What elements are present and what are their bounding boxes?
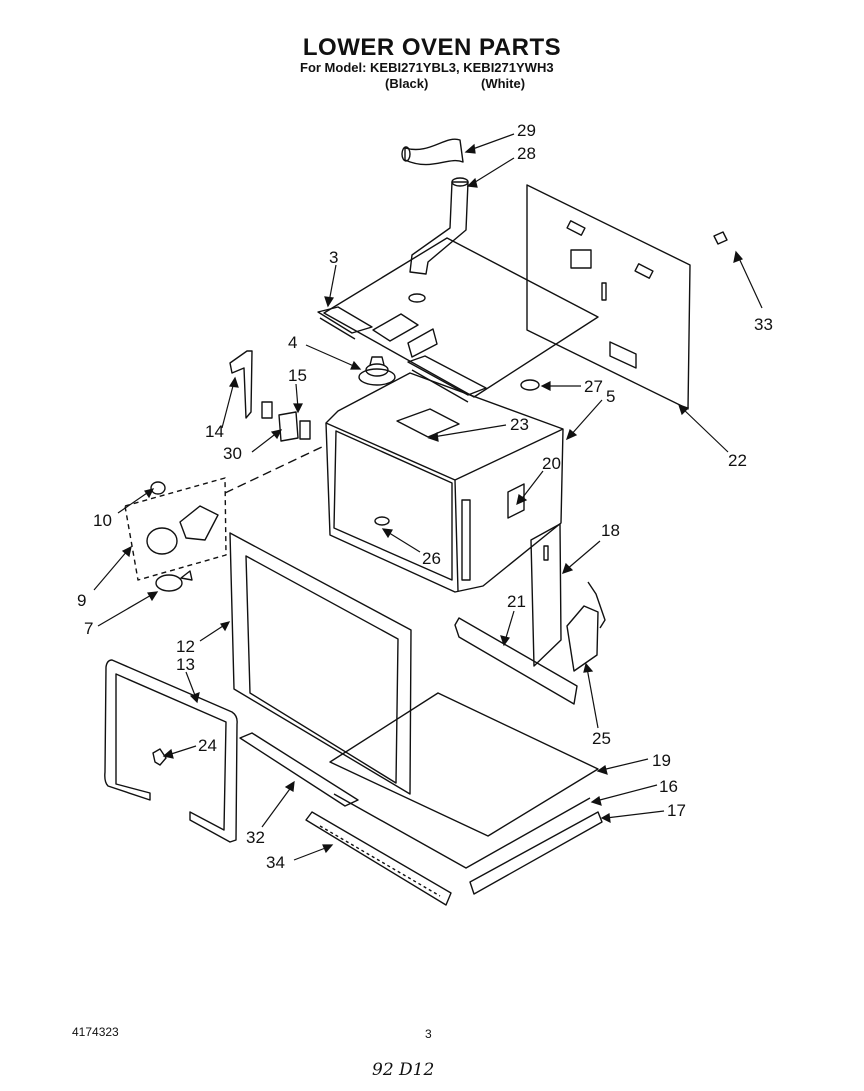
variant-white: (White) (481, 76, 526, 91)
callout-16: 16 (659, 777, 678, 796)
part-plug (520, 379, 540, 391)
callout-23: 23 (510, 415, 529, 434)
part-side-bracket (229, 350, 253, 419)
callout-28: 28 (517, 144, 536, 163)
callout-22: 22 (728, 451, 747, 470)
callout-18: 18 (601, 521, 620, 540)
document-number: 4174323 (72, 1025, 119, 1039)
callout-10: 10 (93, 511, 112, 530)
callout-30: 30 (223, 444, 242, 463)
callout-27: 27 (584, 377, 603, 396)
part-door-gasket (104, 659, 238, 843)
part-top-panel (323, 237, 599, 398)
part-bottom-bracket (454, 617, 578, 705)
part-base-panel (333, 793, 591, 869)
callout-4: 4 (288, 333, 297, 352)
part-duct (409, 177, 469, 275)
callout-7: 7 (84, 619, 93, 638)
part-bracket (317, 306, 373, 340)
callout-14: 14 (205, 422, 224, 441)
callout-17: 17 (667, 801, 686, 820)
callout-25: 25 (592, 729, 611, 748)
callout-26: 26 (422, 549, 441, 568)
callout-3: 3 (329, 248, 338, 267)
callout-32: 32 (246, 828, 265, 847)
variant-black: (Black) (385, 76, 429, 91)
callout-24: 24 (198, 736, 217, 755)
part-front-rail (469, 811, 603, 895)
part-side-trim (530, 523, 562, 667)
callout-5: 5 (606, 387, 615, 406)
part-door-frame (229, 532, 412, 795)
part-light-socket (124, 477, 227, 581)
part-thermostat (358, 356, 396, 386)
part-door-hinge (566, 581, 606, 672)
callout-34: 34 (266, 853, 285, 872)
handwritten-note: 92 D12 (372, 1060, 435, 1080)
callout-33: 33 (754, 315, 773, 334)
callout-9: 9 (77, 591, 86, 610)
page-number: 3 (425, 1027, 432, 1041)
part-vent-grille (305, 811, 452, 906)
part-light-cap (150, 481, 166, 495)
part-clip (713, 231, 728, 245)
part-vent-tube (401, 138, 464, 166)
part-light-bulb (155, 570, 193, 592)
part-oven-liner (325, 372, 564, 593)
callout-labels: 29 28 3 33 4 15 14 30 27 5 23 22 20 10 2… (77, 121, 773, 872)
part-gasket-clip (152, 748, 167, 766)
callout-15: 15 (288, 366, 307, 385)
callout-12: 12 (176, 637, 195, 656)
callout-29: 29 (517, 121, 536, 140)
callout-21: 21 (507, 592, 526, 611)
part-door-vent (239, 732, 359, 807)
part-bracket-front (407, 355, 487, 403)
part-bottom-panel (329, 692, 599, 837)
callout-19: 19 (652, 751, 671, 770)
page-title: LOWER OVEN PARTS (302, 34, 562, 61)
part-back-panel (526, 184, 691, 410)
callout-13: 13 (176, 655, 195, 674)
callout-20: 20 (542, 454, 561, 473)
model-line: For Model: KEBI271YBL3, KEBI271YWH3 (300, 60, 554, 75)
part-door-switch (261, 401, 311, 442)
